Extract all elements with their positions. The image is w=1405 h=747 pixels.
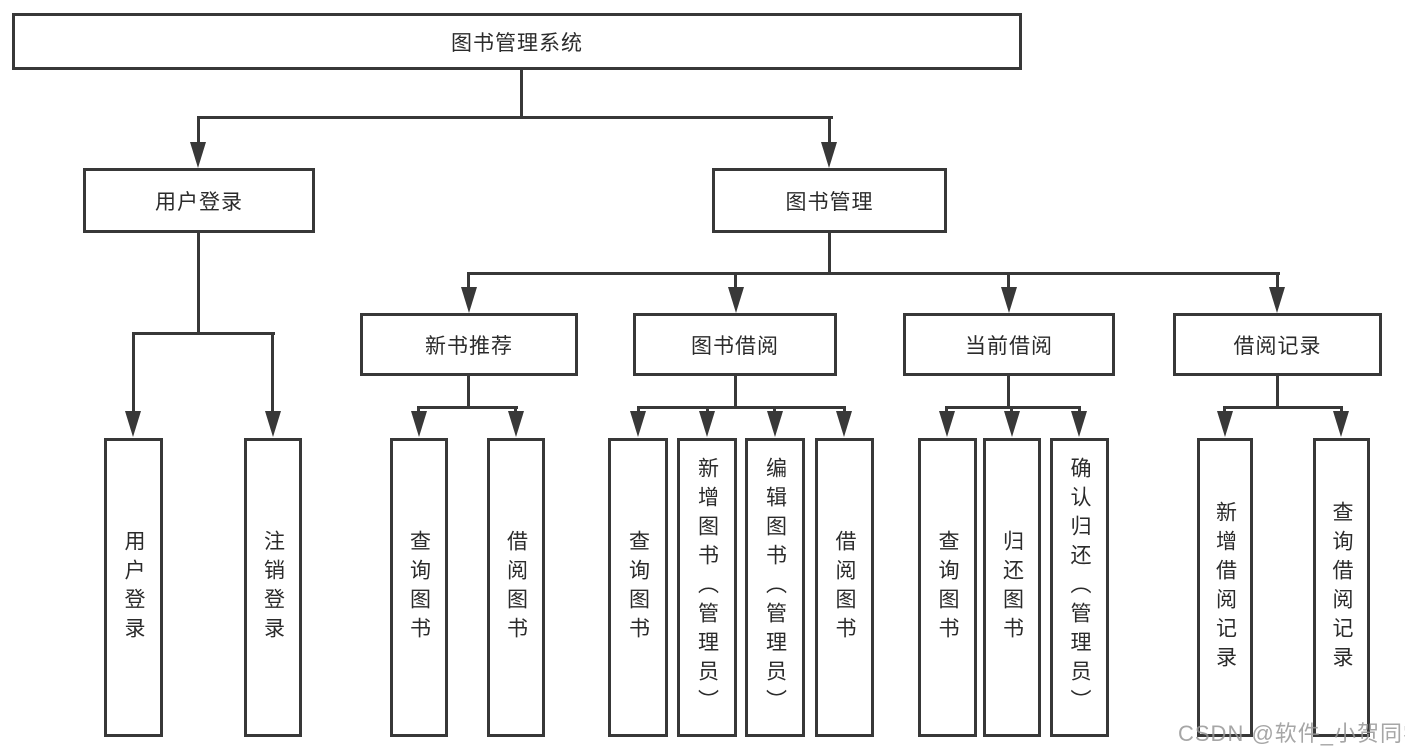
- connector-arrow: [836, 411, 852, 437]
- leaf-logout: 注销登录: [244, 438, 302, 737]
- leaf-query-books-current-label: 查询图书: [936, 529, 959, 646]
- leaf-borrow-books-recommend: 借阅图书: [487, 438, 545, 737]
- leaf-query-books-current: 查询图书: [918, 438, 977, 737]
- leaf-borrow-books-label: 借阅图书: [833, 529, 856, 646]
- leaf-query-borrow-record-label: 查询借阅记录: [1330, 500, 1353, 675]
- leaf-query-books-borrow: 查询图书: [608, 438, 668, 737]
- connector-arrow: [508, 411, 524, 437]
- node-borrow-records: 借阅记录: [1173, 313, 1382, 376]
- leaf-user-login-label: 用户登录: [122, 529, 145, 646]
- connector-arrow: [411, 411, 427, 437]
- node-new-book-recommend: 新书推荐: [360, 313, 578, 376]
- node-user-login: 用户登录: [83, 168, 315, 233]
- csdn-watermark: CSDN @软件_小贺同学: [1178, 721, 1405, 746]
- connector-line: [945, 406, 1081, 409]
- connector-line: [197, 116, 833, 119]
- connector-arrow: [699, 411, 715, 437]
- leaf-borrow-books: 借阅图书: [815, 438, 874, 737]
- connector-line: [828, 233, 831, 275]
- leaf-logout-label: 注销登录: [261, 529, 285, 646]
- leaf-confirm-return-admin: 确认归还（管理员）: [1050, 438, 1109, 737]
- connector-arrow: [630, 411, 646, 437]
- connector-arrow: [265, 411, 281, 437]
- connector-line: [132, 332, 135, 414]
- leaf-add-borrow-record: 新增借阅记录: [1197, 438, 1253, 737]
- leaf-edit-book-admin-label: 编辑图书（管理员）: [763, 457, 787, 718]
- connector-line: [271, 332, 274, 414]
- leaf-query-borrow-record: 查询借阅记录: [1313, 438, 1370, 737]
- leaf-confirm-return-admin-label: 确认归还（管理员）: [1068, 457, 1091, 718]
- connector-line: [1276, 272, 1279, 292]
- node-root: 图书管理系统: [12, 13, 1022, 70]
- connector-line: [734, 376, 737, 409]
- node-book-borrow: 图书借阅: [633, 313, 837, 376]
- node-book-management: 图书管理: [712, 168, 947, 233]
- connector-line: [467, 272, 1280, 275]
- leaf-edit-book-admin: 编辑图书（管理员）: [745, 438, 805, 737]
- node-current-borrow: 当前借阅: [903, 313, 1115, 376]
- connector-line: [467, 272, 470, 292]
- connector-arrow: [767, 411, 783, 437]
- connector-arrow: [939, 411, 955, 437]
- leaf-add-borrow-record-label: 新增借阅记录: [1213, 500, 1237, 675]
- node-user-login-label: 用户登录: [155, 190, 243, 214]
- connector-line: [197, 116, 200, 146]
- connector-arrow: [1004, 411, 1020, 437]
- connector-line: [197, 233, 200, 335]
- connector-line: [828, 116, 831, 146]
- node-book-management-label: 图书管理: [785, 190, 874, 214]
- connector-arrow: [728, 287, 744, 313]
- node-new-book-recommend-label: 新书推荐: [425, 334, 513, 358]
- connector-line: [1276, 376, 1279, 409]
- connector-line: [1007, 272, 1010, 292]
- connector-arrow: [1217, 411, 1233, 437]
- connector-line: [132, 332, 275, 335]
- node-book-borrow-label: 图书借阅: [691, 334, 779, 358]
- node-borrow-records-label: 借阅记录: [1233, 334, 1322, 358]
- leaf-return-book-label: 归还图书: [1000, 529, 1024, 646]
- connector-line: [520, 70, 523, 118]
- connector-arrow: [190, 142, 206, 168]
- connector-arrow: [1269, 287, 1285, 313]
- connector-arrow: [821, 142, 837, 168]
- connector-line: [417, 406, 518, 409]
- leaf-query-books-borrow-label: 查询图书: [626, 529, 650, 646]
- connector-line: [1223, 406, 1343, 409]
- connector-line: [1007, 376, 1010, 409]
- connector-arrow: [1333, 411, 1349, 437]
- connector-arrow: [1071, 411, 1087, 437]
- leaf-add-book-admin-label: 新增图书（管理员）: [695, 457, 719, 718]
- leaf-borrow-books-recommend-label: 借阅图书: [504, 529, 528, 646]
- node-root-label: 图书管理系统: [451, 31, 583, 55]
- connector-arrow: [125, 411, 141, 437]
- leaf-add-book-admin: 新增图书（管理员）: [677, 438, 737, 737]
- connector-line: [467, 376, 470, 409]
- leaf-query-books-recommend-label: 查询图书: [407, 529, 431, 646]
- connector-arrow: [1001, 287, 1017, 313]
- leaf-query-books-recommend: 查询图书: [390, 438, 448, 737]
- leaf-user-login: 用户登录: [104, 438, 163, 737]
- node-current-borrow-label: 当前借阅: [965, 334, 1053, 358]
- connector-line: [734, 272, 737, 292]
- connector-arrow: [461, 287, 477, 313]
- connector-line: [637, 406, 846, 409]
- leaf-return-book: 归还图书: [983, 438, 1041, 737]
